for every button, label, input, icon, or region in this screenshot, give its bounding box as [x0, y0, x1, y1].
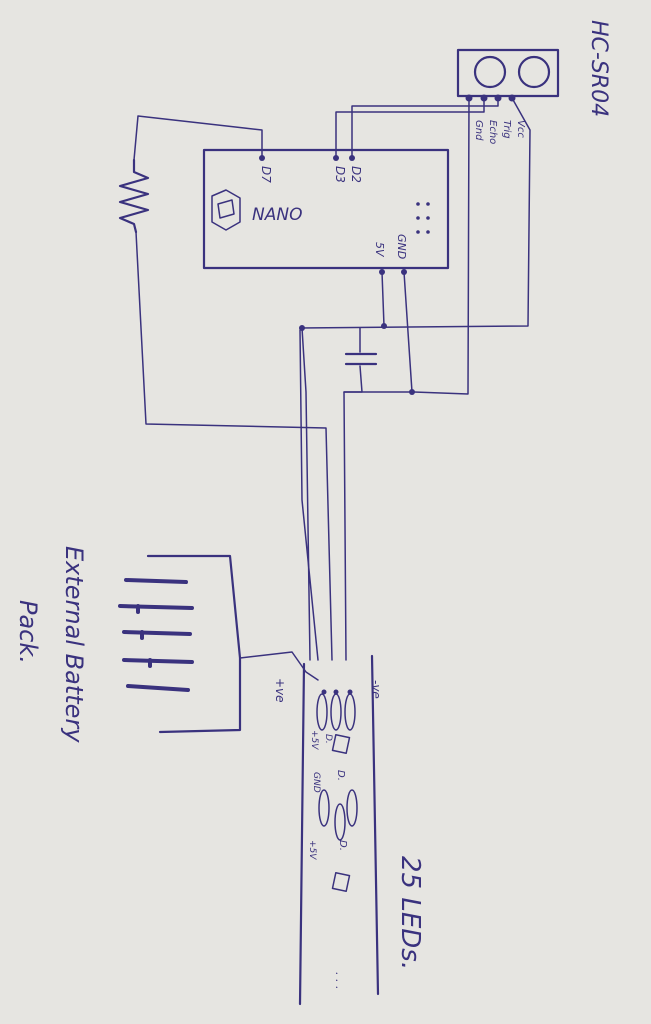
wire-5v-rail [301, 327, 311, 661]
wire-sensor-gnd [413, 97, 470, 395]
wire-gnd-rail [343, 391, 413, 661]
sensor-board [456, 48, 560, 98]
sensor-title: HC-SR04 [586, 20, 611, 117]
battery-label-line2: Pack. [14, 600, 42, 664]
strip-minus-label: -ve [369, 680, 383, 699]
wire-nano-gnd [403, 271, 413, 393]
nano-pin-d7: D7 [259, 166, 273, 183]
wire-nano-5v [381, 271, 385, 327]
wire-d3-echo [335, 97, 485, 159]
strip-pad-5v-1: +5V [309, 730, 319, 750]
wire-vcc [299, 97, 531, 329]
sensor-pin-vcc: Vcc [515, 120, 526, 138]
led-count-label: 25 LEDs. [395, 856, 425, 970]
nano-label: NANO [252, 205, 302, 225]
battery-plus-label: +ve [273, 678, 287, 703]
strip-ellipsis: . . . [333, 972, 346, 989]
sensor-pin-gnd: Gnd [473, 120, 484, 141]
battery-pack [118, 554, 319, 734]
strip-pad-gnd-1: GND [311, 772, 321, 793]
strip-pad-d-3: D. [337, 840, 348, 851]
sensor-transducer-left [473, 55, 507, 89]
strip-pad-d-2: D. [335, 770, 346, 781]
battery-label-line1: External Battery [60, 546, 88, 743]
wire-d2-trig [351, 97, 499, 159]
nano-pin-d2: D2 [349, 166, 363, 183]
nano-board [202, 148, 450, 275]
resistor [118, 158, 150, 234]
nano-pin-d3: D3 [333, 166, 347, 183]
capacitor [343, 327, 378, 393]
strip-pad-5v-2: +5V [307, 840, 317, 860]
hc-sr04-module [456, 48, 560, 102]
wire-d7-to-strip [135, 231, 333, 661]
sensor-pin-trig: Trig [501, 120, 512, 139]
sensor-pin-echo: Echo [487, 120, 498, 144]
nano-pin-gnd: GND [395, 234, 408, 259]
nano-outline [202, 148, 450, 270]
led-strip [298, 654, 380, 1006]
nano-pin-5v: 5V [373, 242, 386, 258]
sensor-transducer-right [517, 55, 551, 89]
strip-pad-d-1: D. [323, 734, 333, 744]
nano-usb-sketch [211, 189, 241, 231]
wire-d7 [133, 115, 263, 161]
wire-5v-rail-2 [299, 329, 319, 661]
